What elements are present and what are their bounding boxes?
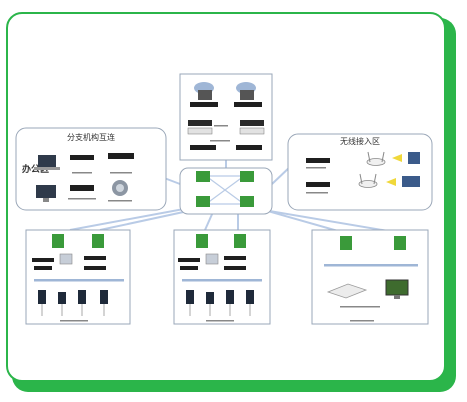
device-caption-marks <box>41 304 105 316</box>
firewall-icon <box>205 253 219 265</box>
bus-line <box>324 264 418 267</box>
switch-icon <box>196 234 246 248</box>
server-cluster <box>179 73 273 161</box>
projector-icon <box>326 283 368 299</box>
cloud-icon <box>194 82 256 100</box>
monitor-icon <box>385 279 409 299</box>
server-icon <box>187 102 265 150</box>
device-caption-marks <box>68 172 132 202</box>
wireless-controller-icon <box>306 158 330 187</box>
laptop-icon <box>34 155 60 170</box>
core-switch-group <box>179 167 273 215</box>
core-crosslinks <box>205 175 245 205</box>
router-icon <box>70 153 134 191</box>
server-icon <box>32 256 106 270</box>
branch-office-group: 分支机构互连 办公区 <box>15 127 167 211</box>
terminal-icon <box>186 290 254 304</box>
branch-title: 分支机构互连 <box>67 132 115 142</box>
server-icon <box>178 256 246 270</box>
zone-caption-mark <box>60 320 88 322</box>
firewall-icon <box>112 180 128 196</box>
switch-icon <box>52 234 104 248</box>
access-zone-right <box>311 229 429 325</box>
desktop-icon <box>36 185 56 202</box>
bus-line <box>34 279 124 282</box>
client-device-icon <box>402 152 420 187</box>
device-caption-marks <box>189 304 251 316</box>
access-zone-left <box>25 229 131 325</box>
firewall-icon <box>59 253 73 265</box>
zone-caption-mark <box>206 320 234 322</box>
device-caption-marks <box>210 125 230 142</box>
device-caption-marks <box>340 306 380 322</box>
bus-line <box>182 279 262 282</box>
switch-icon <box>196 171 254 207</box>
access-zone-middle <box>173 229 271 325</box>
terminal-icon <box>38 290 108 304</box>
access-point-icon <box>358 151 386 188</box>
device-caption-marks <box>306 167 328 194</box>
wireless-title: 无线接入区 <box>340 136 380 146</box>
wireless-group: 无线接入区 <box>287 133 433 211</box>
switch-icon <box>340 236 406 250</box>
signal-icon <box>386 154 402 186</box>
